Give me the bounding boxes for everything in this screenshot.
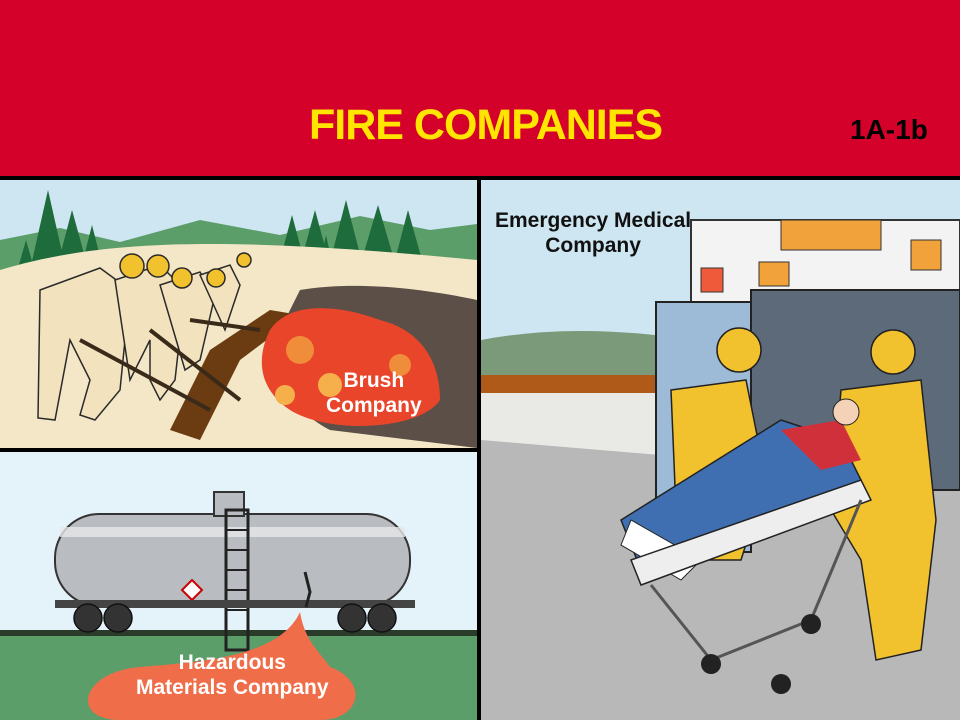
brush-scene-illustration [0, 180, 477, 448]
ems-company-label: Emergency Medical Company [495, 209, 692, 258]
ems-scene-illustration [481, 180, 960, 720]
ems-company-panel: Emergency Medical Company [481, 180, 960, 720]
brush-company-panel: Brush Company [0, 180, 477, 448]
slide-code: 1A-1b [850, 114, 928, 145]
page-title: FIRE COMPANIES [309, 101, 663, 149]
hazmat-company-label: Hazardous Materials Company [136, 651, 329, 700]
hazmat-company-panel: Hazardous Materials Company [0, 452, 477, 720]
brush-company-label: Brush Company [326, 369, 422, 418]
header-banner: FIRE COMPANIES 1A-1b [0, 0, 960, 176]
hazmat-scene-illustration [0, 452, 477, 720]
